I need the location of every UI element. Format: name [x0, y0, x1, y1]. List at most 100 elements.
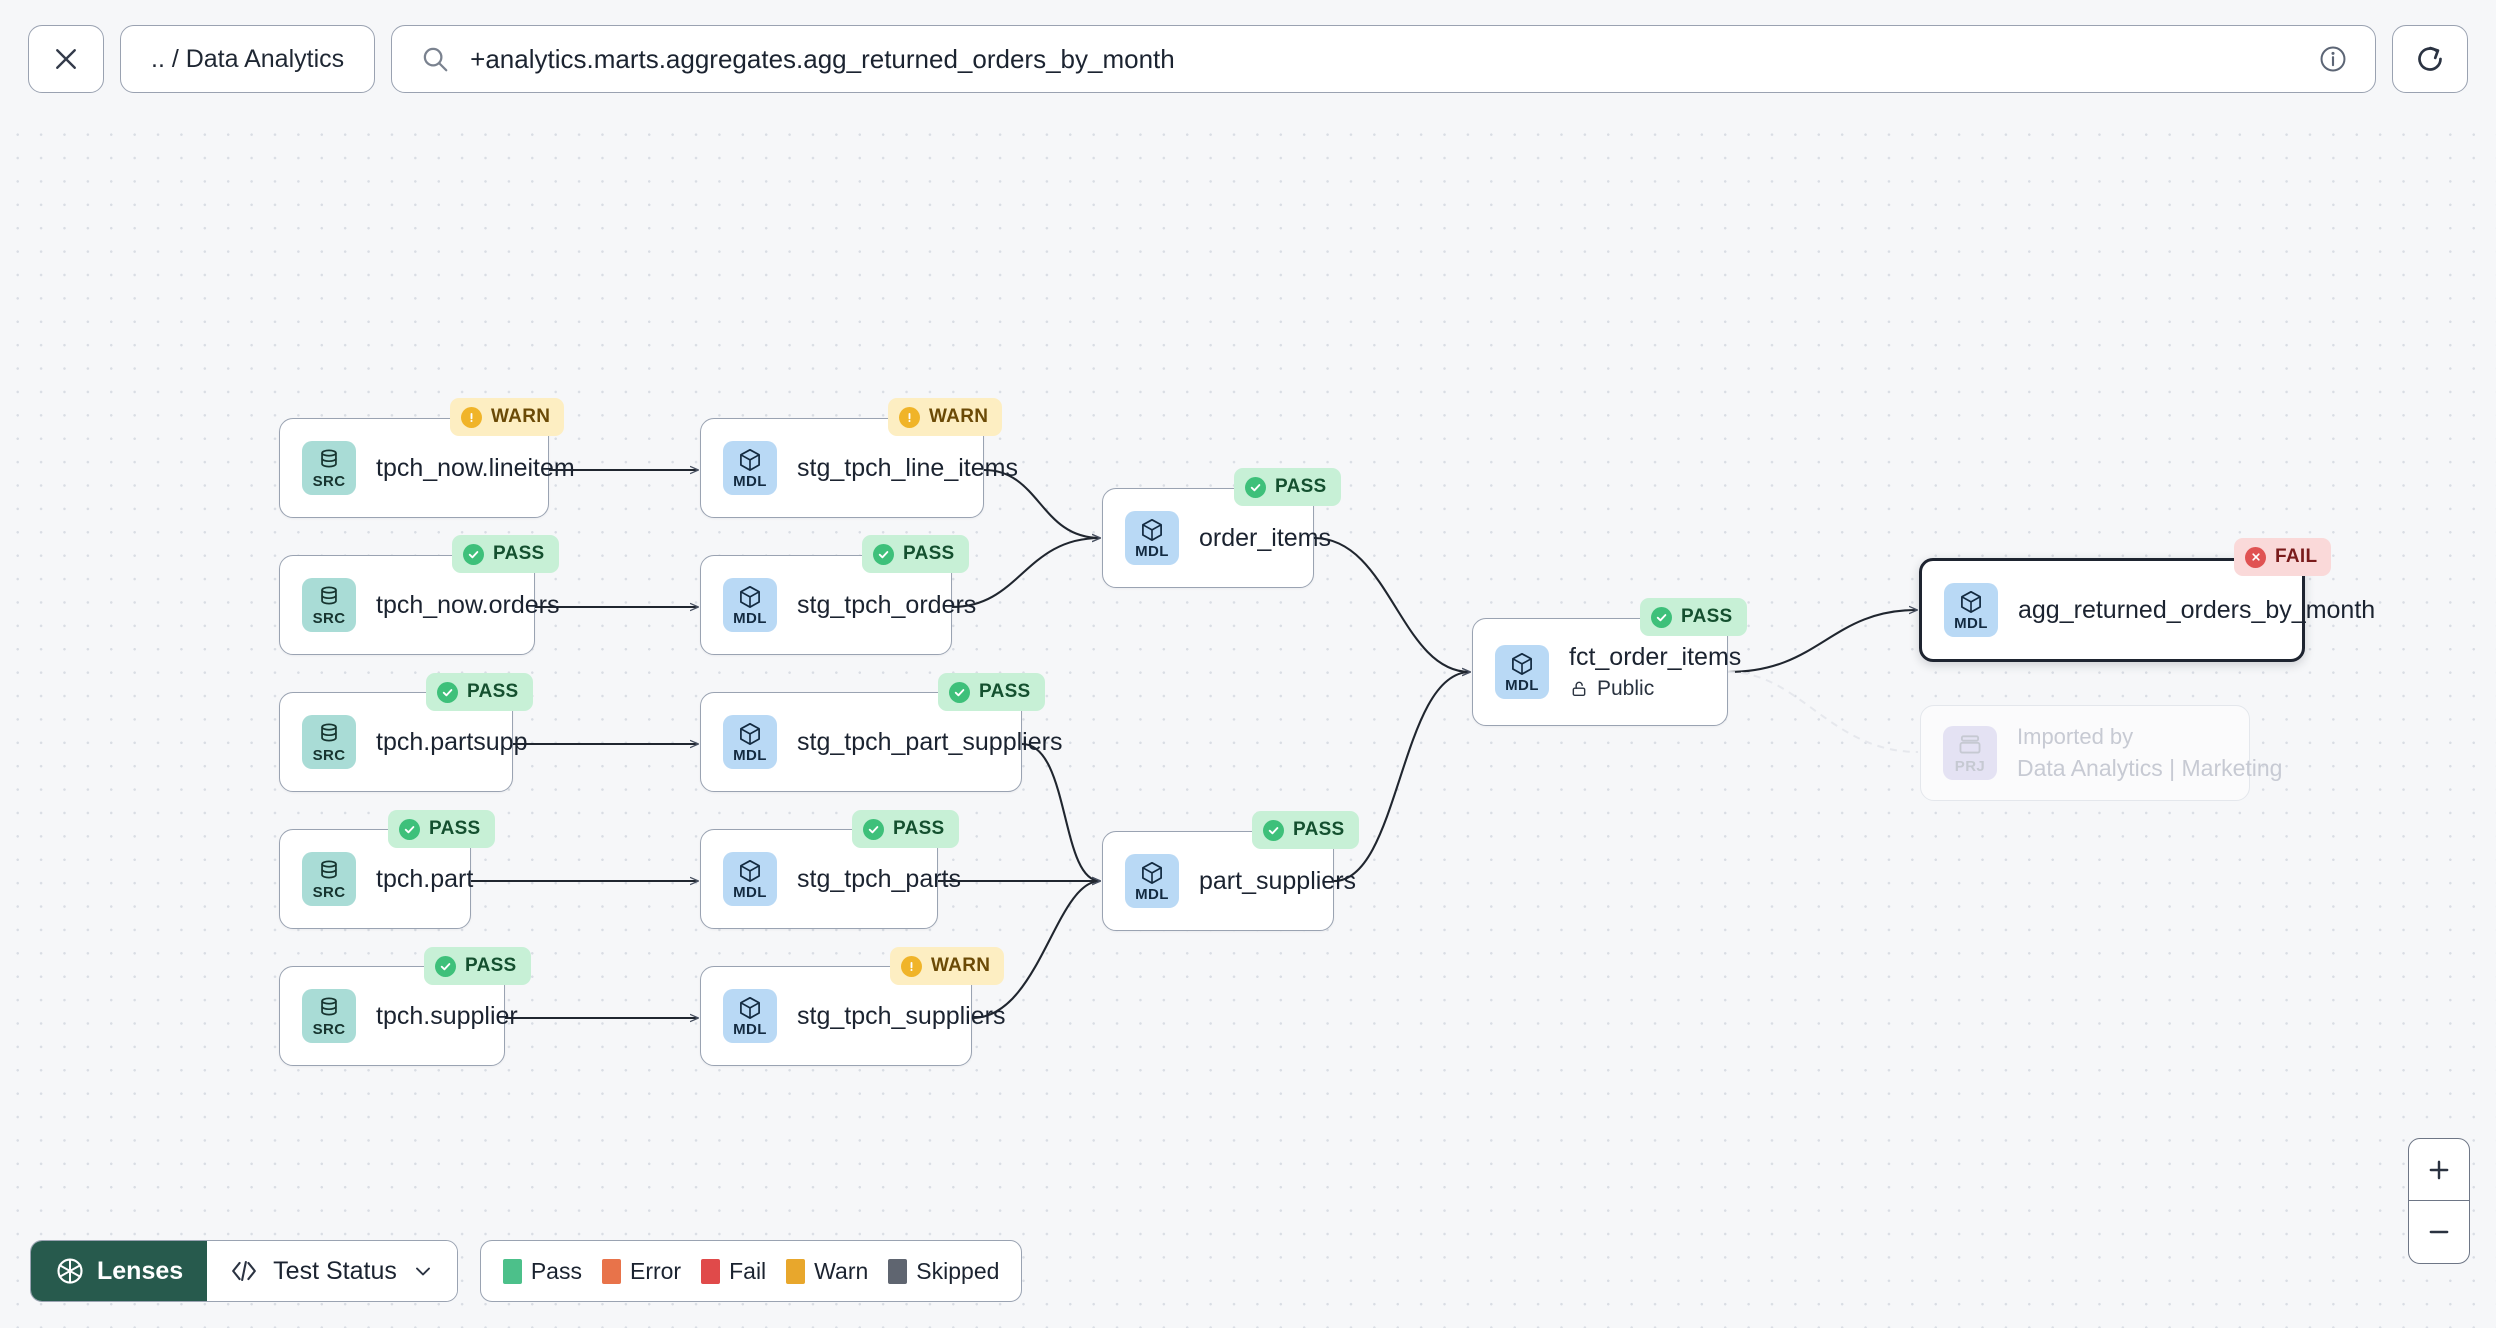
node-label: agg_returned_orders_by_month: [2018, 595, 2376, 624]
cube-icon: [740, 448, 760, 471]
status-badge-label: PASS: [493, 543, 545, 564]
node-visibility: Public: [1569, 677, 1741, 701]
cube-icon: [740, 996, 760, 1019]
status-badge-stg_tpch_orders: PASS: [862, 535, 969, 573]
status-badge-label: PASS: [1275, 476, 1327, 497]
node-kind-icon-box: MDL: [1125, 854, 1179, 908]
imported-by-project-node[interactable]: PRJ Imported by Data Analytics | Marketi…: [1920, 705, 2282, 801]
node-kind-icon-box: MDL: [723, 578, 777, 632]
status-badge-tpch_now_lineitem: WARN: [450, 398, 565, 436]
test-status-dropdown[interactable]: Test Status: [207, 1241, 457, 1301]
status-badge-icon: [399, 818, 420, 840]
test-status-label: Test Status: [273, 1256, 397, 1285]
legend-swatch: [502, 1258, 522, 1284]
legend-swatch: [701, 1258, 721, 1284]
status-badge-label: PASS: [467, 681, 519, 702]
node-kind-label: SRC: [312, 473, 346, 490]
node-kind-icon-box: MDL: [723, 441, 777, 495]
node-kind-label: SRC: [312, 1021, 346, 1038]
legend-label: Fail: [729, 1257, 767, 1284]
status-badge-icon: [1651, 606, 1672, 628]
status-badge-icon: [437, 681, 458, 703]
lenses-button[interactable]: Lenses: [31, 1241, 208, 1301]
node-kind-icon-box: SRC: [302, 715, 356, 769]
node-label: tpch.part: [376, 864, 474, 893]
status-badge-icon: [863, 818, 884, 840]
node-kind-label: SRC: [312, 610, 346, 627]
legend-item-pass[interactable]: Pass: [502, 1257, 582, 1285]
top-toolbar: .. / Data Analytics +analytics.marts.agg…: [0, 0, 2496, 118]
legend-item-warn[interactable]: Warn: [786, 1258, 868, 1285]
status-legend: Pass Error Fail Warn Skipped: [479, 1240, 1023, 1302]
database-icon: [321, 723, 337, 742]
status-badge-icon: [1263, 819, 1284, 841]
search-bar[interactable]: +analytics.marts.aggregates.agg_returned…: [391, 25, 2376, 93]
node-label: part_suppliers: [1199, 866, 1357, 895]
node-kind-label: MDL: [733, 1021, 767, 1038]
status-badge-tpch_now_orders: PASS: [452, 535, 559, 573]
refresh-button[interactable]: [2392, 25, 2468, 93]
search-input[interactable]: +analytics.marts.aggregates.agg_returned…: [470, 43, 1175, 74]
aperture-icon: [57, 1258, 83, 1284]
node-kind-label: MDL: [1954, 615, 1988, 632]
status-badge-order_items: PASS: [1234, 468, 1341, 506]
minus-icon: [2429, 1230, 2449, 1234]
legend-swatch: [888, 1258, 908, 1284]
status-badge-icon: [1245, 476, 1266, 498]
node-label: stg_tpch_orders: [797, 590, 977, 619]
node-kind-icon-box: SRC: [302, 989, 356, 1043]
legend-item-error[interactable]: Error: [601, 1258, 681, 1285]
node-kind-icon-box: SRC: [302, 578, 356, 632]
info-icon[interactable]: [2317, 43, 2349, 75]
node-kind-label: MDL: [733, 747, 767, 764]
project-icon-box: PRJ: [1943, 726, 1997, 780]
breadcrumb[interactable]: .. / Data Analytics: [120, 25, 376, 93]
database-icon: [321, 860, 337, 879]
close-button[interactable]: [28, 25, 104, 93]
node-kind-label: MDL: [1135, 543, 1169, 560]
node-kind-label: MDL: [733, 884, 767, 901]
node-kind-label: MDL: [1135, 886, 1169, 903]
status-badge-label: WARN: [491, 406, 551, 427]
bottom-toolbar: Lenses Test Status Pass Error Fail Warn Skip…: [30, 1240, 1023, 1302]
legend-item-fail[interactable]: Fail: [701, 1258, 766, 1285]
node-kind-icon-box: MDL: [723, 715, 777, 769]
node-label: stg_tpch_suppliers: [797, 1001, 1006, 1030]
status-badge-label: PASS: [465, 955, 517, 976]
status-badge-stg_tpch_parts: PASS: [852, 810, 959, 848]
node-label: order_items: [1199, 523, 1331, 552]
imported-by-title: Imported by: [2017, 724, 2134, 749]
status-badge-stg_tpch_part_suppliers: PASS: [938, 673, 1045, 711]
cube-icon: [1142, 861, 1162, 884]
status-badge-icon: [901, 955, 922, 977]
node-kind-label: MDL: [1505, 677, 1539, 694]
status-badge-label: PASS: [1681, 606, 1733, 627]
imported-by-subtitle: Data Analytics | Marketing: [2017, 755, 2283, 781]
status-badge-stg_tpch_suppliers: WARN: [890, 947, 1005, 985]
project-icon: [1959, 735, 1981, 754]
status-badge-label: PASS: [979, 681, 1031, 702]
cube-icon: [1961, 590, 1981, 613]
node-kind-label: MDL: [733, 610, 767, 627]
legend-swatch: [601, 1258, 621, 1284]
cube-icon: [740, 722, 760, 745]
legend-label: Pass: [530, 1257, 582, 1284]
zoom-out-button[interactable]: [2409, 1201, 2469, 1263]
close-icon: [56, 49, 76, 69]
status-badge-fct_order_items: PASS: [1640, 598, 1747, 636]
breadcrumb-label: .. / Data Analytics: [151, 44, 345, 73]
legend-item-skipped[interactable]: Skipped: [888, 1258, 999, 1285]
database-icon: [321, 997, 337, 1016]
code-icon: [232, 1260, 257, 1282]
search-icon: [423, 47, 448, 72]
database-icon: [321, 449, 337, 468]
node-label: tpch_now.orders: [376, 590, 560, 619]
lenses-label: Lenses: [97, 1256, 184, 1285]
zoom-in-button[interactable]: [2409, 1139, 2469, 1201]
node-label: stg_tpch_line_items: [797, 453, 1018, 482]
